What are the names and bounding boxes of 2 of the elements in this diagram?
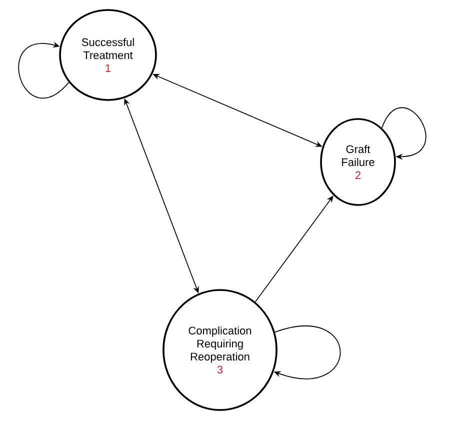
self-loop-arrow	[381, 107, 426, 160]
self-loop-arrow	[18, 42, 70, 98]
